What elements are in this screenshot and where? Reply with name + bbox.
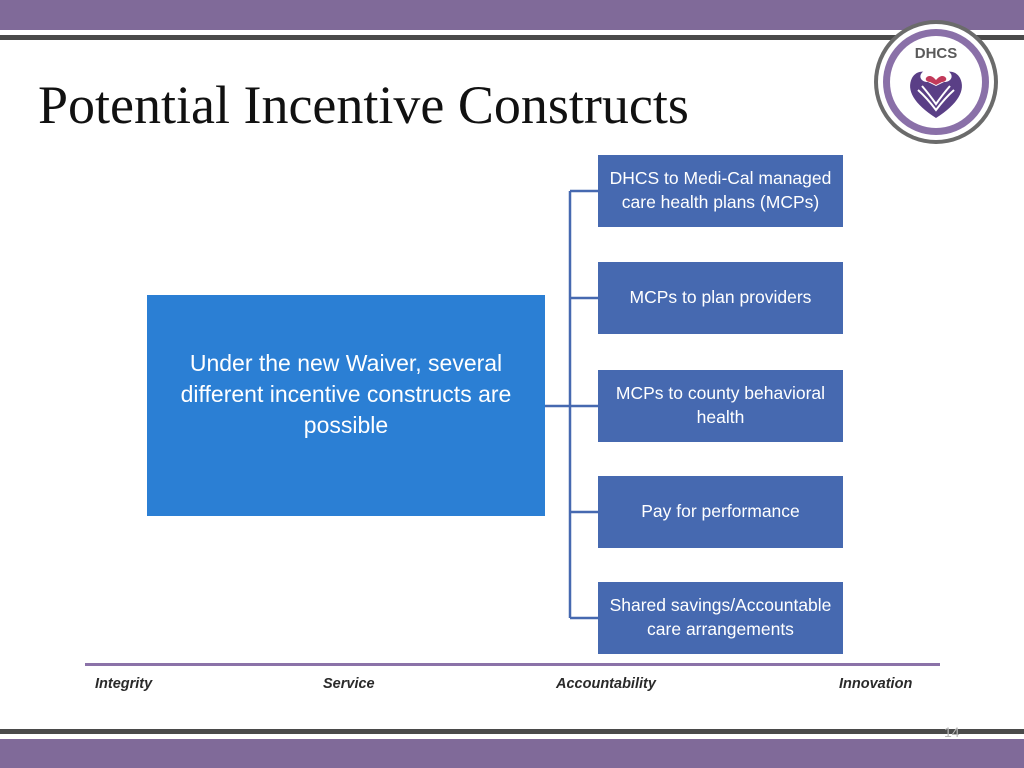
- child-text-5: Shared savings/Accountable care arrangem…: [609, 595, 832, 639]
- child-box-4: Pay for performance: [598, 476, 843, 548]
- child-box-2: MCPs to plan providers: [598, 262, 843, 334]
- bottom-rule: [0, 729, 1024, 734]
- child-text-3: MCPs to county behavioral health: [615, 383, 826, 427]
- child-text-1: DHCS to Medi-Cal managed care health pla…: [609, 168, 832, 212]
- heart-hands-icon: [910, 70, 962, 118]
- child-text-4: Pay for performance: [641, 501, 800, 522]
- footer-rule: [85, 663, 940, 666]
- child-box-1: DHCS to Medi-Cal managed care health pla…: [598, 155, 843, 227]
- footer-value-accountability: Accountability: [556, 676, 656, 692]
- slide-title: Potential Incentive Constructs: [38, 75, 689, 135]
- top-rule: [0, 35, 1024, 40]
- child-text-2: MCPs to plan providers: [629, 287, 812, 308]
- child-box-5: Shared savings/Accountable care arrangem…: [598, 582, 843, 654]
- bottom-band: [0, 739, 1024, 768]
- footer-value-service: Service: [323, 676, 375, 692]
- dhcs-logo: DHCS: [874, 20, 998, 144]
- top-band: [0, 0, 1024, 30]
- root-box: Under the new Waiver, several different …: [147, 295, 545, 516]
- logo-text: DHCS: [915, 45, 958, 62]
- child-box-3: MCPs to county behavioral health: [598, 370, 843, 442]
- root-text: Under the new Waiver, several different …: [180, 349, 512, 439]
- page-number: 14: [944, 724, 960, 740]
- footer-value-integrity: Integrity: [95, 676, 153, 692]
- footer-value-innovation: Innovation: [839, 676, 913, 692]
